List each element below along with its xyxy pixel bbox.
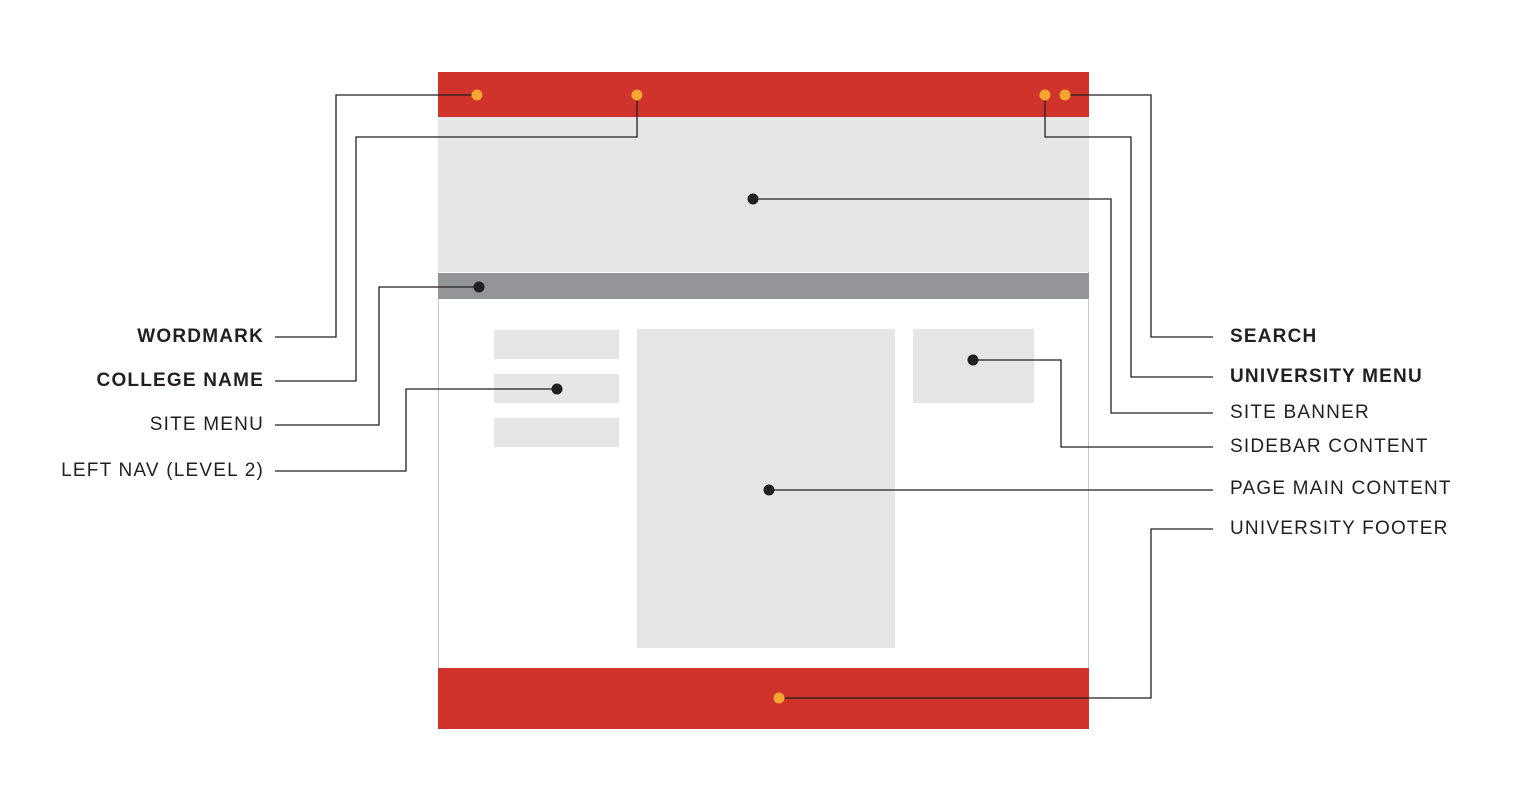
label-wordmark: WORDMARK [137, 326, 264, 347]
left-nav-item [494, 418, 619, 447]
university-header-bar [438, 72, 1089, 117]
site-menu-bar [438, 273, 1089, 299]
label-site-menu: SITE MENU [149, 414, 264, 435]
site-menu-leader-line [275, 286, 479, 426]
left-nav-leader-line [275, 388, 557, 472]
sidebar-content-leader-line [973, 359, 1213, 448]
university-footer-marker [773, 692, 785, 704]
university-menu-leader-line [1044, 95, 1213, 378]
college-name-leader-line [275, 95, 638, 382]
label-university-menu: UNIVERSITY MENU [1230, 366, 1423, 387]
left-nav-marker [551, 383, 563, 395]
university-menu-marker [1039, 89, 1051, 101]
page-main-content-marker [763, 484, 775, 496]
site-banner-leader-line [753, 198, 1213, 414]
site-banner-marker [747, 193, 759, 205]
label-left-nav: LEFT NAV (LEVEL 2) [61, 460, 264, 481]
college-name-marker [631, 89, 643, 101]
site-banner-block [438, 117, 1089, 272]
site-menu-marker [473, 281, 485, 293]
wordmark-leader-line [275, 94, 477, 338]
label-page-main-content: PAGE MAIN CONTENT [1230, 478, 1452, 499]
university-footer-leader-line [779, 528, 1213, 699]
sidebar-content-block [913, 329, 1034, 403]
wordmark-marker [471, 89, 483, 101]
search-leader-line [1065, 94, 1213, 338]
search-marker [1059, 89, 1071, 101]
sidebar-content-marker [967, 354, 979, 366]
label-university-footer: UNIVERSITY FOOTER [1230, 518, 1449, 539]
label-sidebar-content: SIDEBAR CONTENT [1230, 436, 1429, 457]
label-site-banner: SITE BANNER [1230, 402, 1370, 423]
label-college-name: COLLEGE NAME [96, 370, 264, 391]
label-search: SEARCH [1230, 326, 1318, 347]
left-nav-item [494, 330, 619, 359]
